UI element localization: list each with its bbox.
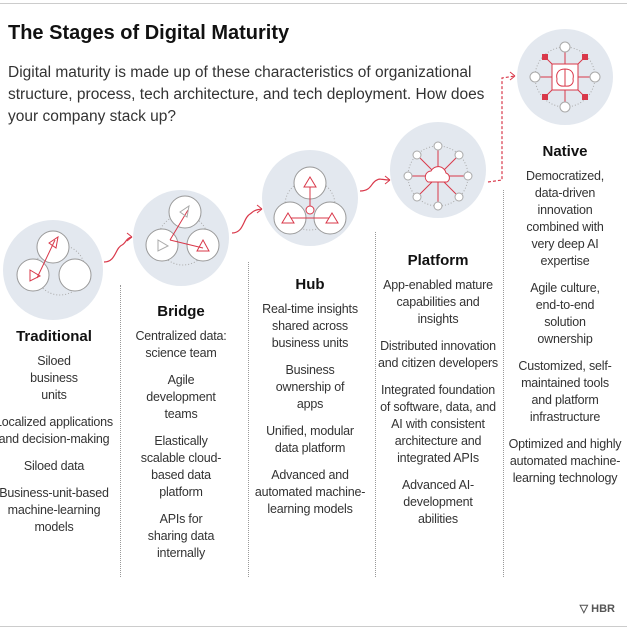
top-rule (0, 3, 627, 4)
stage-item: Business ownership of apps (275, 363, 345, 411)
stage-item: Advanced and automated machine-learning … (254, 468, 366, 516)
stage-item: Integrated foundation of software, data,… (380, 383, 496, 465)
stage-item: App-enabled mature capabilities and insi… (383, 278, 493, 326)
stage-native: Native Democratized, data-driven innovat… (503, 143, 627, 497)
arrow-bridge-to-hub (231, 208, 263, 234)
stage-item: APIs for sharing data internally (147, 512, 215, 560)
stage-item: Customized, self-maintained tools and pl… (518, 359, 612, 424)
stage-bridge: Bridge Centralized data: science team Ag… (119, 303, 243, 572)
source-logo: ▽ HBR (579, 603, 615, 615)
bottom-rule (0, 626, 627, 627)
stage-platform: Platform App-enabled mature capabilities… (376, 252, 500, 538)
stage-traditional: Traditional Siloed business units Locali… (0, 328, 116, 546)
stage-title: Hub (295, 276, 325, 293)
stage-item: Siloed data (23, 459, 85, 473)
column-divider (120, 285, 121, 577)
stage-item: Unified, modular data platform (266, 424, 354, 455)
arrow-traditional-to-bridge (103, 236, 133, 263)
stage-item: Siloed business units (30, 354, 78, 402)
bridge-icon (133, 190, 229, 286)
stage-title: Platform (407, 252, 469, 269)
page-title: The Stages of Digital Maturity (8, 22, 290, 44)
stage-item: Localized applications and decision-maki… (0, 415, 113, 446)
stage-item: Real-time insights shared across busines… (262, 302, 358, 350)
stage-title: Bridge (157, 303, 205, 320)
subtitle: Digital maturity is made up of these cha… (8, 64, 485, 125)
hub-icon (262, 150, 358, 246)
stage-item: Business-unit-based machine-learning mod… (0, 486, 109, 534)
stage-hub: Hub Real-time insights shared across bus… (248, 276, 372, 528)
traditional-icon (3, 220, 103, 320)
stage-item: Centralized data: science team (135, 329, 227, 360)
column-divider (248, 262, 249, 577)
stage-item: Distributed innovation and citizen devel… (378, 339, 498, 370)
stage-item: Elastically scalable cloud-based data pl… (140, 434, 222, 499)
column-divider (503, 190, 504, 577)
stage-item: Democratized, data-driven innovation com… (526, 169, 604, 268)
source-label: HBR (591, 603, 615, 615)
stage-title: Traditional (16, 328, 92, 345)
arrow-platform-to-native (487, 75, 516, 183)
stage-item: Advanced AI-development abilities (402, 478, 474, 526)
platform-icon (390, 122, 486, 218)
stage-item: Agile development teams (146, 373, 216, 421)
stage-item: Agile culture, end-to-end solution owner… (530, 281, 600, 346)
native-icon (517, 29, 613, 125)
arrow-hub-to-platform (359, 178, 391, 192)
column-divider (375, 232, 376, 577)
stage-title: Native (542, 143, 588, 160)
stage-item: Optimized and highly automated machine-l… (508, 437, 622, 485)
